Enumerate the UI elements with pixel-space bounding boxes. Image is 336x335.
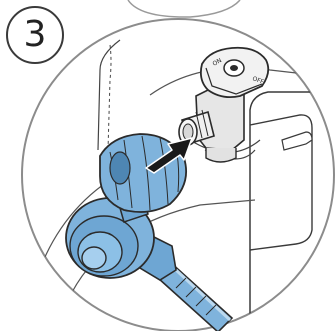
step-number: 3 <box>24 17 47 53</box>
frame-edge-top <box>128 0 240 17</box>
step-badge: 3 <box>6 6 64 64</box>
